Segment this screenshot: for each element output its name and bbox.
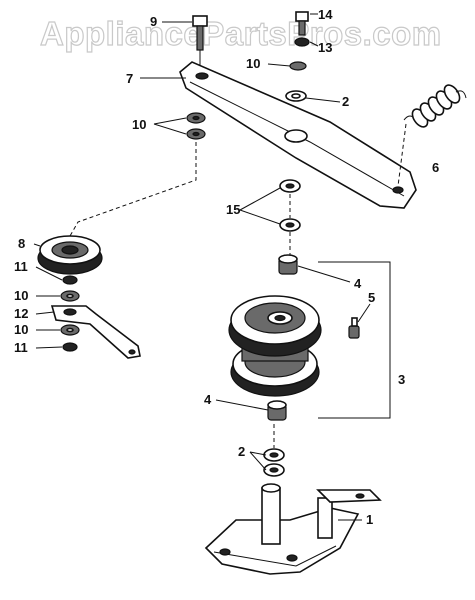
nut-13	[294, 37, 310, 47]
callout-3: 3	[398, 372, 405, 387]
callout-4-top: 4	[354, 276, 362, 291]
bracket-12	[50, 305, 141, 359]
callout-11-top: 11	[14, 259, 28, 274]
callout-2-bottom: 2	[238, 444, 245, 459]
bolt-14	[295, 11, 309, 36]
watermark-text: AppliancePartsPros.com	[40, 15, 442, 52]
mounting-plate-1	[204, 483, 382, 575]
bushing-4-bottom	[267, 400, 287, 421]
idler-arm-7	[179, 61, 417, 209]
nut-11-top	[62, 275, 78, 285]
spacers-15	[279, 179, 301, 232]
callout-1: 1	[366, 512, 373, 527]
nut-11-bottom	[62, 342, 78, 352]
assembly-bracket-3	[318, 261, 391, 419]
spring-6	[397, 84, 467, 187]
washers-10-left	[186, 112, 206, 140]
washers-2-bottom	[263, 448, 285, 477]
main-pulley-3	[228, 295, 322, 397]
callout-4-bottom: 4	[204, 392, 212, 407]
callout-2-top: 2	[342, 94, 349, 109]
callout-14: 14	[318, 7, 333, 22]
callout-15: 15	[226, 202, 240, 217]
callout-13: 13	[318, 40, 332, 55]
callout-10-left: 10	[132, 117, 146, 132]
idler-pulley-8	[37, 235, 103, 275]
callout-11-bottom: 11	[14, 340, 28, 355]
callout-8: 8	[18, 236, 25, 251]
callout-12: 12	[14, 306, 28, 321]
bushing-4-top	[278, 254, 298, 275]
callout-10-b: 10	[14, 322, 28, 337]
callout-6: 6	[432, 160, 439, 175]
callout-7: 7	[126, 71, 133, 86]
callout-10-top: 10	[246, 56, 260, 71]
washer-10-top	[289, 61, 307, 71]
callout-5: 5	[368, 290, 375, 305]
callout-9: 9	[150, 14, 157, 29]
callout-10-a: 10	[14, 288, 28, 303]
grease-fitting-5	[348, 317, 360, 339]
